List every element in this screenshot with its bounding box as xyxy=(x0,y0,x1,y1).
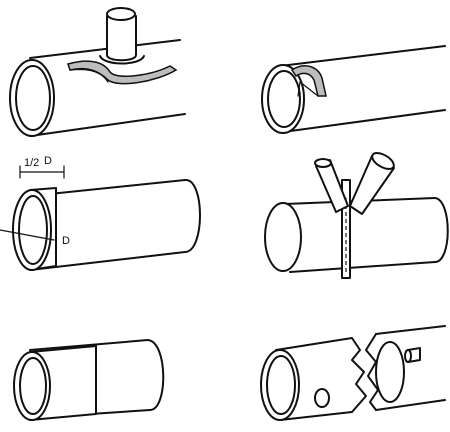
pipe-end-inner xyxy=(266,355,296,415)
pipe-bottom-edge-left xyxy=(279,411,353,421)
pipe-bottom-edge-right xyxy=(375,399,446,411)
dim-line-side xyxy=(0,229,55,241)
pipe-top-edge xyxy=(29,339,149,351)
branch-pipe-top xyxy=(106,7,136,21)
weld-saddle xyxy=(67,60,178,85)
panel-y-branch xyxy=(264,152,449,279)
panel-branch-saddle xyxy=(9,7,186,137)
pipe-top-edge-right xyxy=(375,325,446,335)
fracture-left xyxy=(351,337,367,413)
panel-dimension-sleeve: 1/2 D D xyxy=(0,155,201,271)
pipe-bottom-edge xyxy=(282,109,446,133)
pipe-end-inner xyxy=(15,65,51,131)
dimension-label-top: D xyxy=(44,155,52,167)
pipe-top-edge xyxy=(29,39,181,59)
pipe-end-outer xyxy=(9,59,55,137)
pipe-end-inner xyxy=(18,195,48,265)
panel-overlap-sleeve xyxy=(13,339,165,421)
half-label: 1/2 xyxy=(24,157,39,169)
pipe-hole xyxy=(375,341,405,403)
pin-right-end xyxy=(404,349,412,363)
dimension-label-side: D xyxy=(62,235,70,247)
pipe-end-outer xyxy=(264,202,302,272)
branch-weld-bead xyxy=(99,55,145,65)
panel-broken-pipe xyxy=(260,325,446,421)
pipe-far-end xyxy=(184,178,201,253)
pipe-end-outer xyxy=(261,64,305,134)
branch-pipe xyxy=(106,15,137,62)
pipe-far-end xyxy=(434,197,449,263)
saddle-edge xyxy=(69,67,109,83)
branch-left-end xyxy=(314,158,332,168)
pipe-far-end xyxy=(147,339,165,411)
pipe-end-inner xyxy=(267,70,301,128)
strip-edge xyxy=(297,81,319,97)
panel-end-strip xyxy=(261,45,446,134)
pipe-top-edge-left xyxy=(275,337,353,351)
pin-left xyxy=(314,388,330,408)
pipe-top-edge xyxy=(279,45,446,67)
pipe-bottom-edge xyxy=(289,261,436,273)
branch-right-end xyxy=(371,152,395,170)
pipe-end-inner xyxy=(19,357,47,415)
fracture-right xyxy=(365,333,379,411)
dim-ticks-top xyxy=(19,165,65,179)
pipe-bottom-edge xyxy=(29,113,186,137)
